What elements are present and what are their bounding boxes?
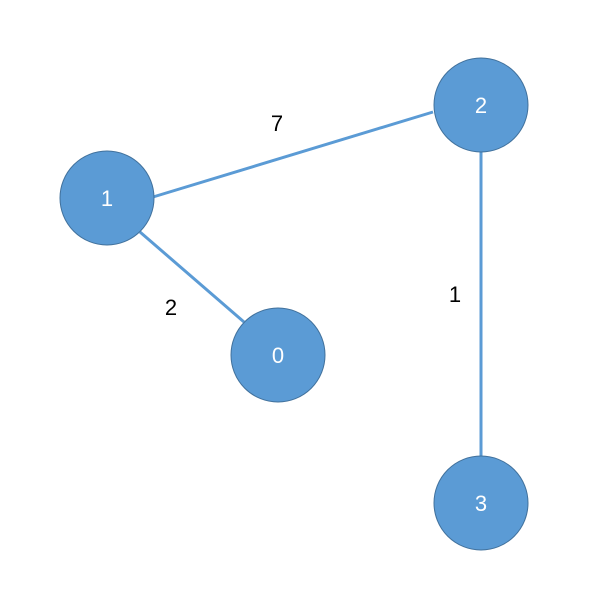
edge-weight-2-3: 1 <box>449 282 461 307</box>
node-3-circle <box>433 455 529 551</box>
node-0-circle <box>230 307 326 403</box>
node-2: 2 <box>433 57 529 153</box>
node-0-label: 0 <box>272 343 284 368</box>
node-2-label: 2 <box>475 93 487 118</box>
node-1-label: 1 <box>101 186 113 211</box>
edge-labels-group: 7 2 1 <box>165 111 461 320</box>
node-2-circle <box>433 57 529 153</box>
edge-weight-1-2: 7 <box>271 111 283 136</box>
node-1-circle <box>59 150 155 246</box>
node-1: 1 <box>59 150 155 246</box>
edges-group <box>139 110 483 456</box>
edge-1-0 <box>139 230 245 324</box>
node-3: 3 <box>433 455 529 551</box>
edge-weight-1-0: 2 <box>165 295 177 320</box>
node-0: 0 <box>230 307 326 403</box>
node-3-label: 3 <box>475 491 487 516</box>
edge-1-2 <box>152 110 434 199</box>
